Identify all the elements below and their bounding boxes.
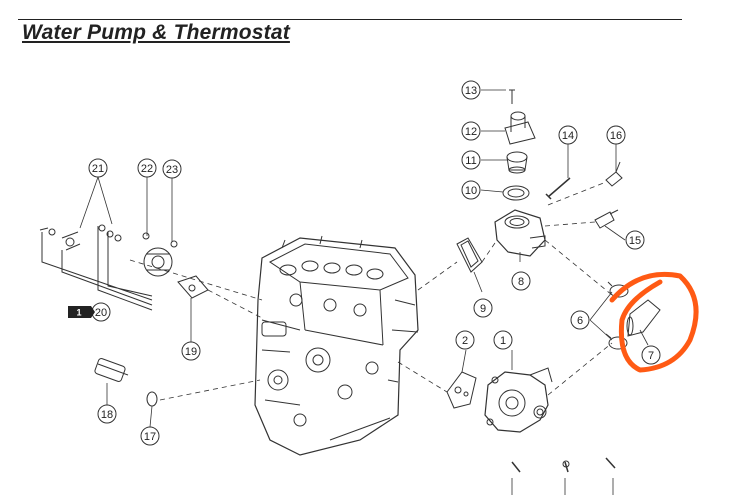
callout-17 [140, 426, 160, 446]
callout-14 [558, 125, 578, 145]
thermostat [506, 151, 528, 174]
callout-9-label: 9 [480, 303, 486, 315]
title-rule [18, 19, 682, 20]
callout-2-label: 2 [462, 335, 468, 347]
temperature-sender [605, 161, 623, 187]
callout-19 [181, 341, 201, 361]
callout-13-label: 13 [465, 85, 477, 97]
callout-23 [162, 159, 182, 179]
callout-1-label: 1 [500, 335, 506, 347]
callout-8 [511, 271, 531, 291]
callout-21 [88, 158, 108, 178]
callout-14-label: 14 [562, 130, 574, 142]
callout-18 [97, 404, 117, 424]
callout-15-label: 15 [629, 235, 641, 247]
page-title: Water Pump & Thermostat [22, 21, 290, 44]
callout-6 [570, 310, 590, 330]
callout-11-label: 11 [465, 155, 476, 167]
reference-badge-label: 1 [76, 308, 81, 318]
callout-20-label: 20 [95, 307, 107, 319]
engine-block [254, 235, 419, 456]
temperature-sensor [594, 209, 619, 229]
hose-clamp-upper [607, 281, 629, 298]
callout-8-label: 8 [518, 276, 524, 288]
callout-11 [461, 150, 481, 170]
highlight-scribble [609, 271, 699, 373]
leader-lines [79, 89, 649, 495]
callout-7 [641, 345, 661, 365]
callout-6-label: 6 [577, 315, 583, 327]
fan-assembly [143, 247, 173, 277]
callout-2 [455, 330, 475, 350]
callout-13 [461, 80, 481, 100]
thermostat-housing [494, 209, 546, 257]
callout-16 [606, 125, 626, 145]
hardware-set [39, 224, 178, 311]
water-pump [484, 367, 553, 433]
callout-9 [473, 298, 493, 318]
thermostat-gasket [502, 185, 530, 201]
hose-clamp-lower [605, 333, 628, 350]
callout-18-label: 18 [101, 409, 113, 421]
callout-10-label: 10 [465, 185, 477, 197]
callout-21-label: 21 [92, 163, 104, 175]
callout-1 [493, 330, 513, 350]
callout-23-label: 23 [166, 164, 178, 176]
reference-badge: 1 [68, 306, 95, 318]
housing-bolt [545, 177, 571, 200]
callout-22 [137, 158, 157, 178]
callout-19-label: 19 [185, 346, 197, 358]
callout-group [88, 80, 661, 446]
callout-17-label: 17 [144, 431, 156, 443]
pump-gasket [446, 371, 477, 409]
outlet-bolt [509, 89, 515, 104]
callout-10 [461, 180, 481, 200]
water-outlet [504, 111, 536, 145]
connection-lines [129, 181, 613, 401]
callout-7-label: 7 [648, 350, 654, 362]
oil-pressure-switch [94, 358, 129, 382]
callout-12 [461, 121, 481, 141]
bypass-hose [626, 299, 661, 337]
callout-15 [625, 230, 645, 250]
callout-12-label: 12 [465, 126, 477, 138]
callout-22-label: 22 [141, 163, 153, 175]
sealing-washer [146, 391, 158, 407]
callout-16-label: 16 [610, 130, 622, 142]
